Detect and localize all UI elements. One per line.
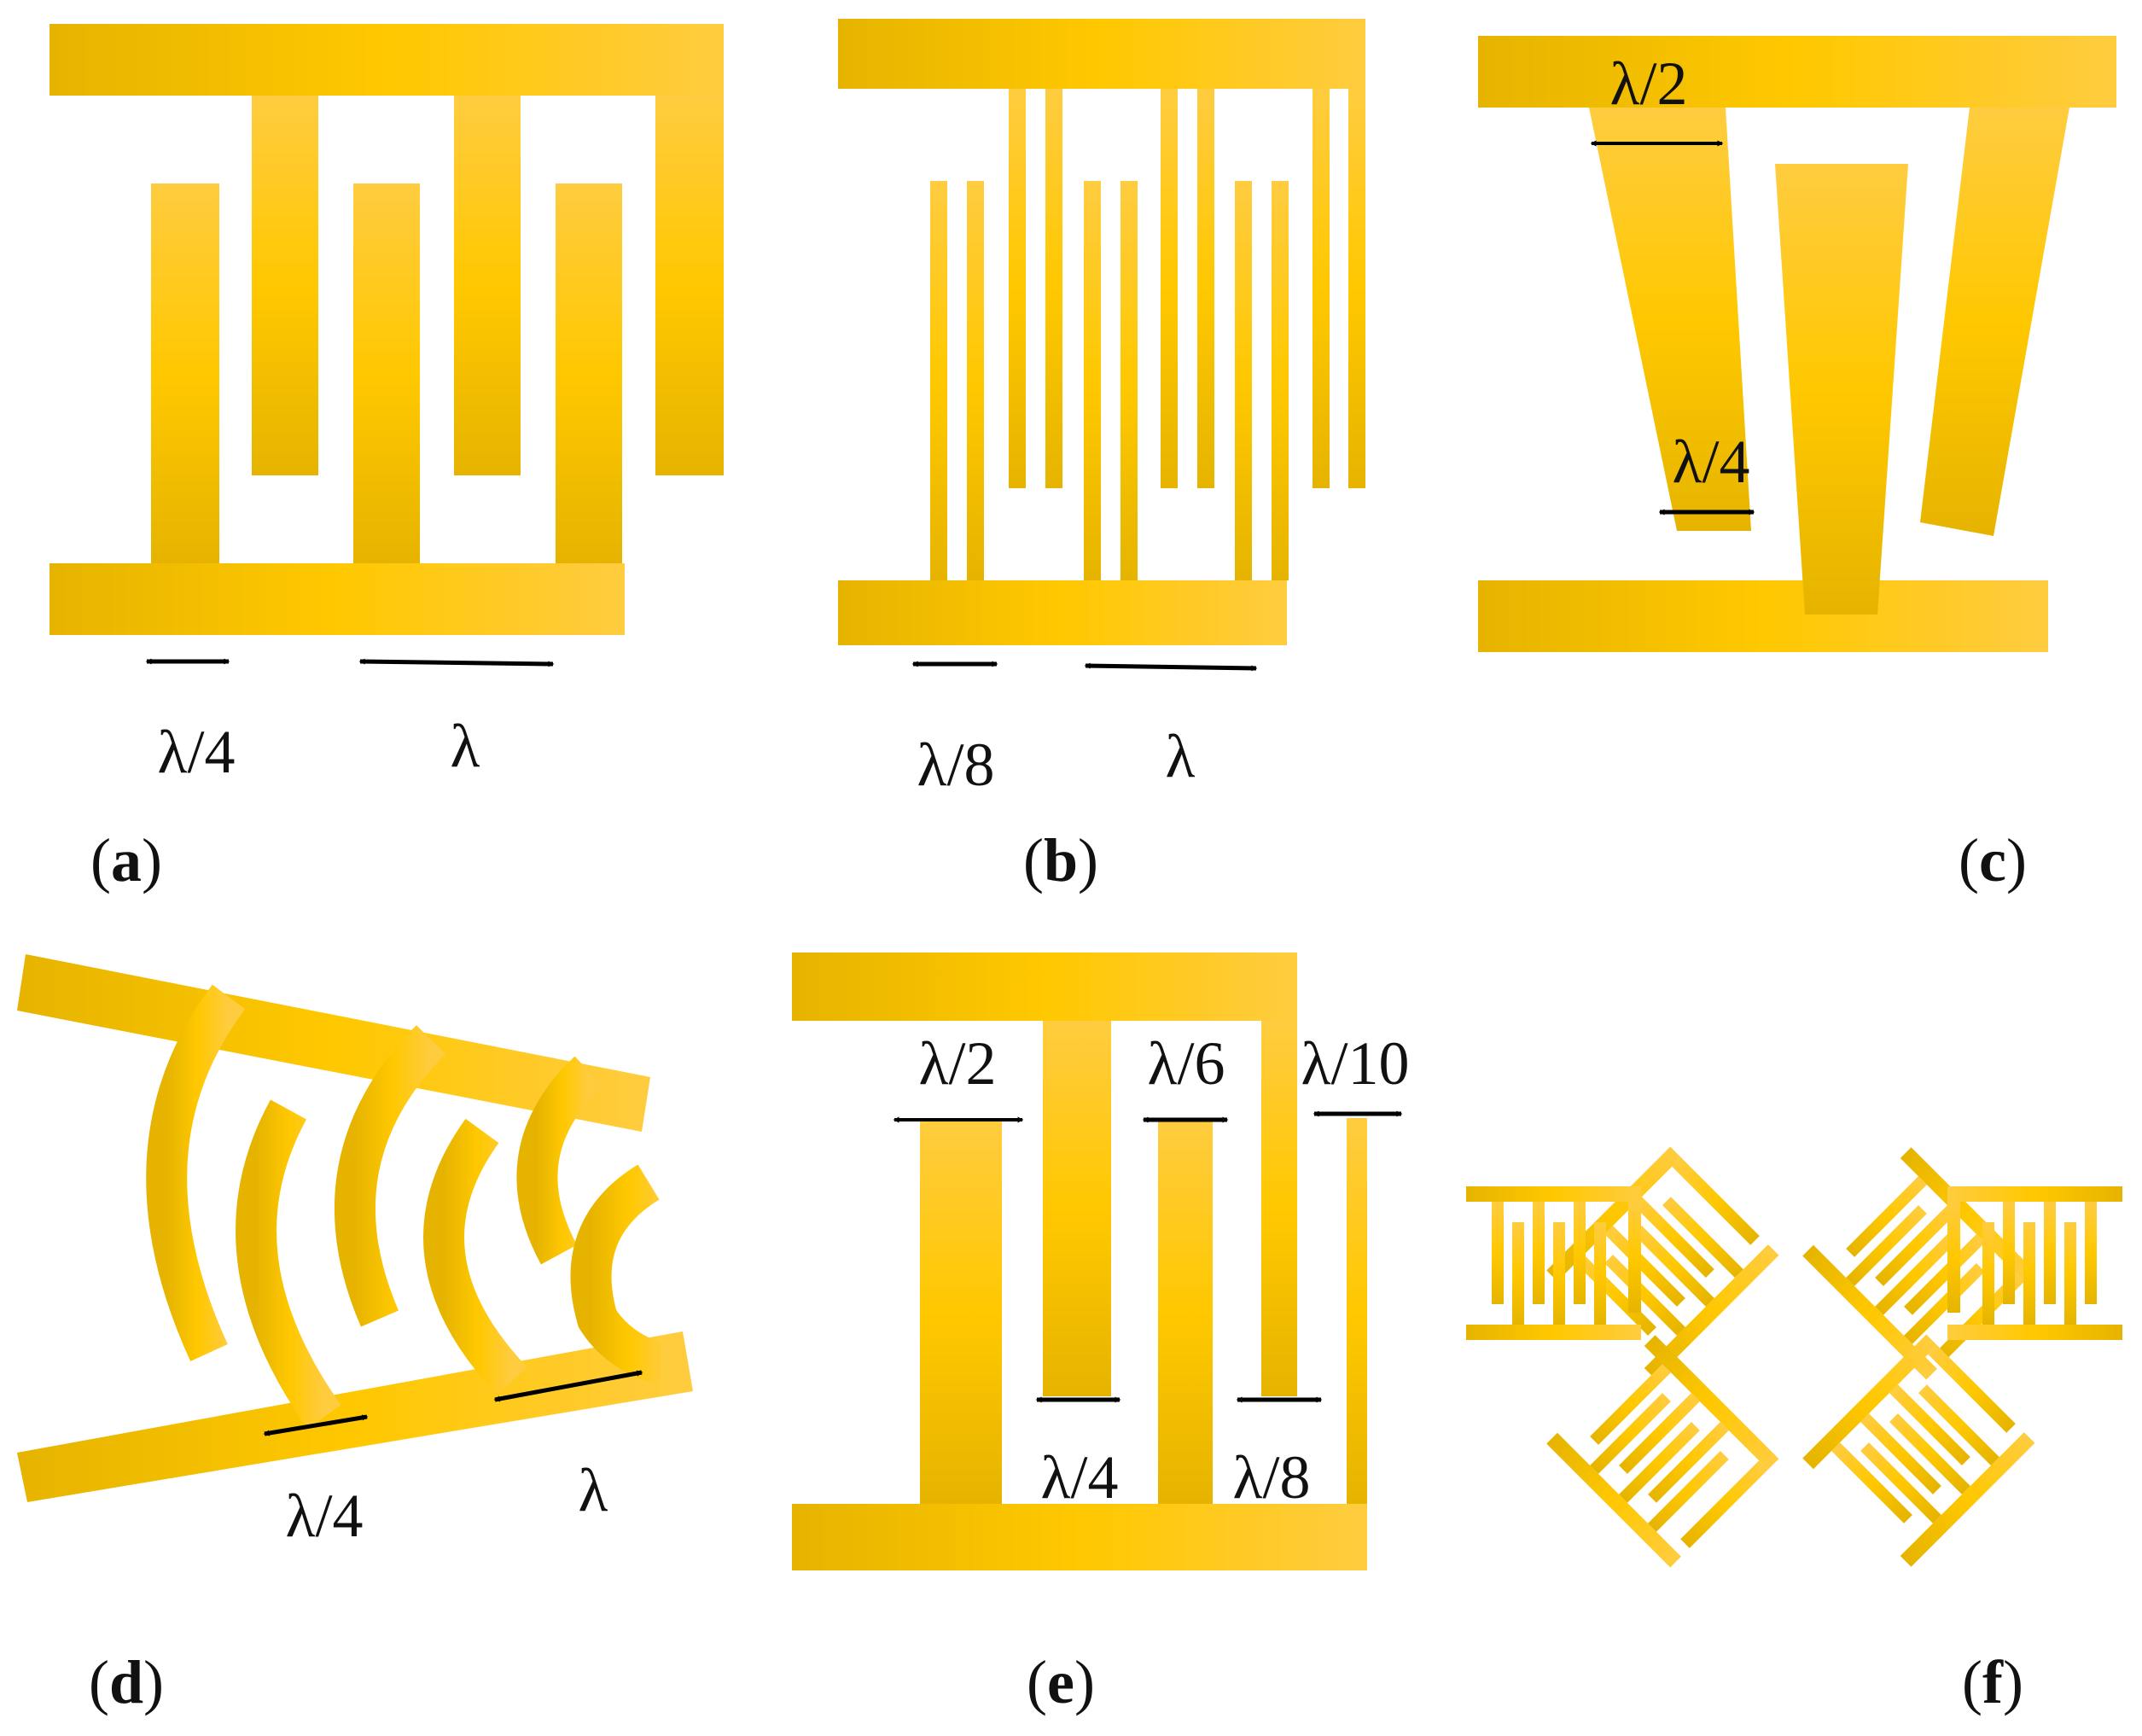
panel-d: λ/4 λ (d) xyxy=(17,954,693,1716)
subfigure-label: (b) xyxy=(1023,826,1098,894)
busbar-bottom xyxy=(49,563,625,635)
tapered-finger xyxy=(1775,164,1908,615)
finger xyxy=(1084,181,1101,580)
dim-label: λ xyxy=(1166,722,1196,790)
panel-f: (f) xyxy=(1466,1146,2122,1716)
busbar-top xyxy=(1478,36,2116,108)
dim-label: λ/8 xyxy=(917,731,995,799)
subfigure-label: (c) xyxy=(1959,826,2027,894)
subfigure-letter: f xyxy=(1982,1648,2004,1716)
subfigure-letter: b xyxy=(1044,826,1078,894)
finger xyxy=(1261,1021,1297,1396)
finger xyxy=(1235,181,1252,580)
panel-a: λ/4 λ (a) xyxy=(49,24,724,894)
dim-label: λ/4 xyxy=(286,1482,364,1550)
finger xyxy=(1348,89,1365,488)
finger xyxy=(353,184,420,563)
dim-label: λ/6 xyxy=(1148,1029,1225,1098)
arc-finger xyxy=(236,1099,341,1429)
subfigure-letter: a xyxy=(111,826,142,894)
dim-label: λ/2 xyxy=(919,1029,997,1098)
panel-e: λ/2 λ/6 λ/10 λ/4 λ/8 (e) xyxy=(792,952,1409,1716)
busbar-bottom xyxy=(792,1504,1367,1570)
finger xyxy=(454,96,521,475)
subfigure-letter: d xyxy=(109,1648,143,1716)
finger xyxy=(1347,1118,1367,1504)
finger xyxy=(1120,181,1138,580)
subfigure-letter: e xyxy=(1047,1648,1074,1716)
dimension-arrow xyxy=(263,1414,369,1436)
dim-label: λ/10 xyxy=(1301,1029,1410,1098)
finger xyxy=(1009,89,1026,488)
subfigure-label: (d) xyxy=(89,1648,164,1716)
tapered-finger xyxy=(1920,108,2069,536)
subfigure-label: (f) xyxy=(1962,1648,2023,1716)
mini-idt xyxy=(1546,1335,1779,1568)
finger xyxy=(967,181,984,580)
arc-finger xyxy=(334,1025,446,1327)
finger xyxy=(920,1118,1002,1504)
panel-b: λ/8 λ (b) xyxy=(838,19,1365,894)
dim-label: λ/4 xyxy=(158,718,236,786)
subfigure-label: (e) xyxy=(1027,1648,1095,1716)
finger xyxy=(1313,89,1330,488)
finger xyxy=(1045,89,1062,488)
dimension-arrow xyxy=(1084,662,1258,672)
tapered-finger xyxy=(1589,108,1751,531)
finger xyxy=(1043,1021,1111,1396)
dim-label: λ/4 xyxy=(1041,1443,1119,1512)
arc-finger xyxy=(146,984,246,1361)
subfigure-letter: c xyxy=(1979,826,2006,894)
panel-c: λ/2 λ/4 (c) xyxy=(1478,36,2116,894)
busbar-bottom xyxy=(1478,580,2048,652)
subfigure-label: (a) xyxy=(90,826,162,894)
dim-label: λ xyxy=(451,712,480,780)
dimension-arrow xyxy=(358,658,555,667)
finger xyxy=(1158,1118,1213,1504)
busbar-top xyxy=(838,19,1365,89)
dimension-arrow xyxy=(493,1370,643,1402)
busbar-top xyxy=(17,954,650,1132)
dim-label: λ/8 xyxy=(1233,1443,1311,1512)
arc-finger xyxy=(516,1056,603,1265)
dim-label: λ/2 xyxy=(1610,50,1688,118)
finger xyxy=(930,181,947,580)
dim-label: λ/4 xyxy=(1673,428,1750,496)
arc-finger xyxy=(423,1118,527,1395)
finger xyxy=(1272,181,1289,580)
finger xyxy=(151,184,219,563)
busbar-top xyxy=(49,24,724,96)
busbar-bottom xyxy=(838,580,1287,645)
finger xyxy=(252,96,318,475)
finger xyxy=(1197,89,1214,488)
arc-finger xyxy=(570,1164,672,1386)
dim-label: λ xyxy=(579,1456,608,1524)
busbar-top xyxy=(792,952,1297,1021)
finger xyxy=(556,184,622,563)
finger xyxy=(655,96,724,475)
finger xyxy=(1161,89,1178,488)
